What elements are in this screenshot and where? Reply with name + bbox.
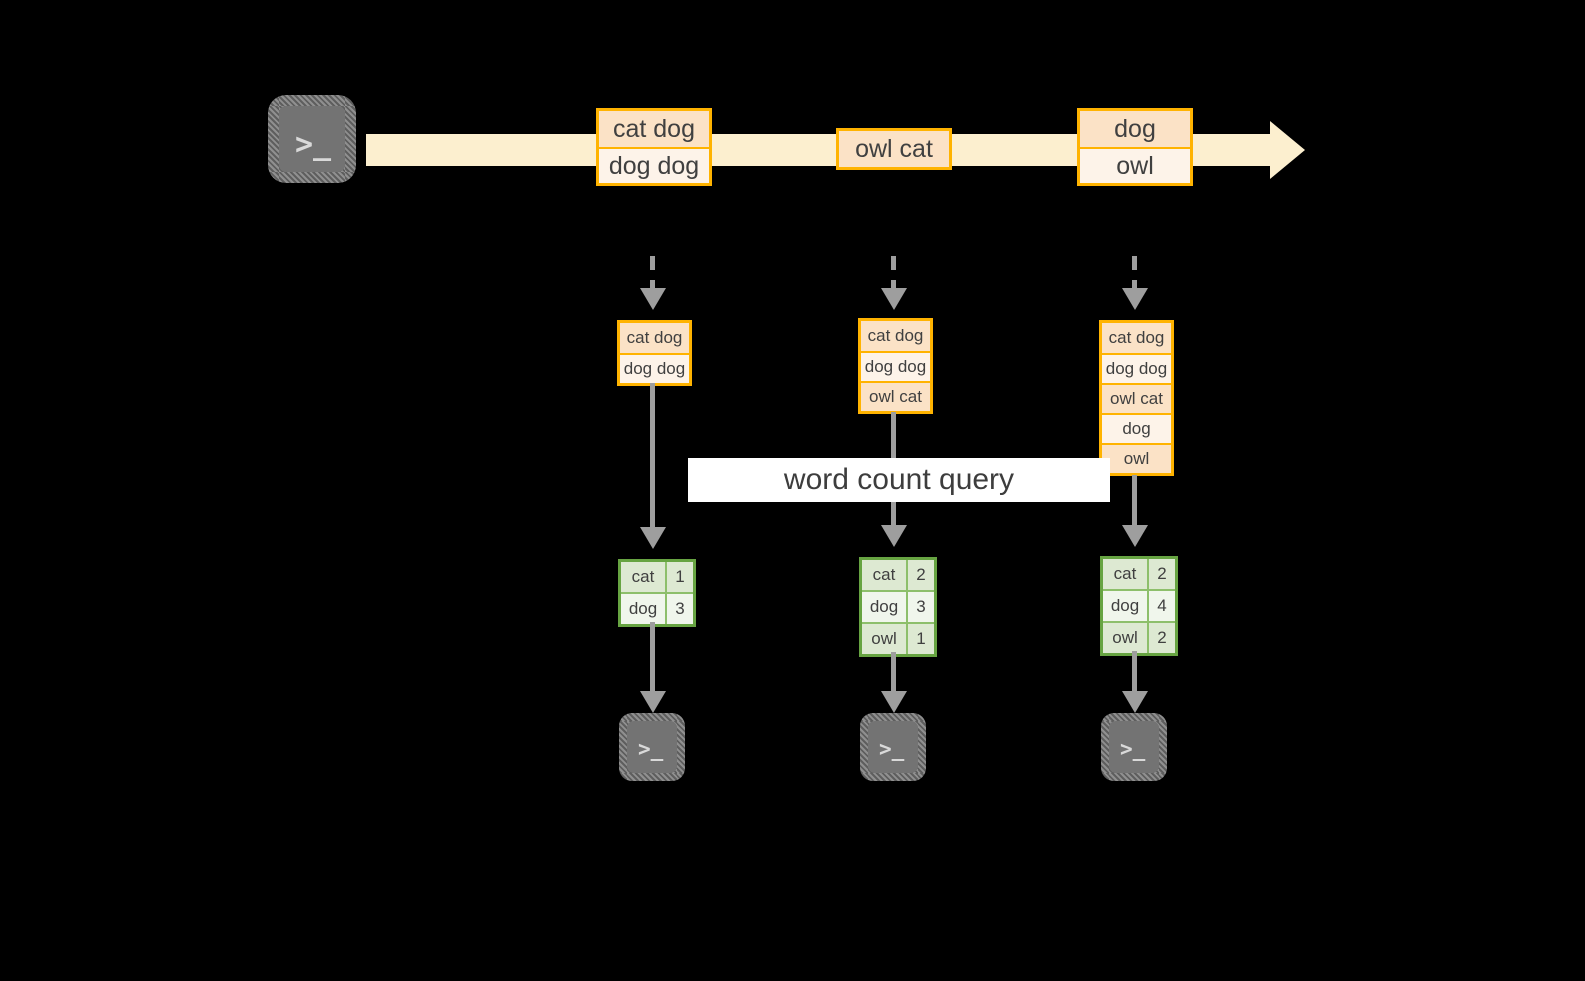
stream-record-line: owl	[1080, 147, 1190, 183]
stream-record-line: dog	[1080, 111, 1190, 147]
input-row: dog dog	[620, 353, 689, 383]
sink-terminal-icon-2: >_	[860, 713, 926, 781]
input-row: owl cat	[1102, 383, 1171, 413]
arrowhead-3c	[1122, 691, 1148, 713]
query-label-band: word count query	[688, 458, 1110, 502]
arrowhead-2b	[881, 525, 907, 547]
input-row: owl cat	[861, 381, 930, 411]
terminal-prompt-text: >_	[1120, 737, 1146, 761]
count-cell: 1	[906, 624, 934, 654]
result-table-3: cat 2 dog 4 owl 2	[1100, 556, 1178, 656]
arrowhead-2a	[881, 288, 907, 310]
input-row: owl	[1102, 443, 1171, 473]
word-cell: owl	[1103, 623, 1147, 653]
arrowhead-2c	[881, 691, 907, 713]
terminal-screen: >_	[868, 721, 918, 773]
sink-terminal-icon-1: >_	[619, 713, 685, 781]
arrowhead-1c	[640, 691, 666, 713]
arrowhead-3a	[1122, 288, 1148, 310]
count-cell: 2	[906, 560, 934, 590]
word-cell: dog	[1103, 591, 1147, 621]
query-label-text: word count query	[783, 463, 1015, 496]
stream-batch-3: dog owl	[1077, 108, 1193, 186]
terminal-prompt-text: >_	[638, 737, 664, 761]
query-connector-1	[650, 383, 655, 531]
table-row: owl 2	[1103, 621, 1175, 653]
dashed-connector-1	[650, 256, 655, 288]
arrowhead-3b	[1122, 525, 1148, 547]
stream-arrowhead	[1270, 121, 1305, 179]
table-row: cat 1	[621, 562, 693, 592]
word-cell: dog	[862, 592, 906, 622]
sink-connector-1	[650, 622, 655, 694]
terminal-prompt-text: >_	[295, 127, 332, 162]
table-row: cat 2	[862, 560, 934, 590]
table-row: owl 1	[862, 622, 934, 654]
result-table-2: cat 2 dog 3 owl 1	[859, 557, 937, 657]
stream-record-line: dog dog	[599, 147, 709, 183]
count-cell: 3	[665, 594, 693, 624]
result-table-1: cat 1 dog 3	[618, 559, 696, 627]
count-cell: 4	[1147, 591, 1175, 621]
sink-terminal-icon-3: >_	[1101, 713, 1167, 781]
sink-connector-2	[891, 652, 896, 694]
input-row: cat dog	[1102, 323, 1171, 353]
word-cell: cat	[1103, 559, 1147, 589]
word-cell: cat	[621, 562, 665, 592]
stream-batch-1: cat dog dog dog	[596, 108, 712, 186]
table-row: dog 3	[621, 592, 693, 624]
dashed-connector-2	[891, 256, 896, 288]
input-row: dog	[1102, 413, 1171, 443]
input-row: cat dog	[861, 321, 930, 351]
input-table-2: cat dog dog dog owl cat	[858, 318, 933, 414]
arrowhead-1a	[640, 288, 666, 310]
stream-record-line: owl cat	[839, 131, 949, 167]
terminal-screen: >_	[279, 106, 345, 172]
count-cell: 2	[1147, 623, 1175, 653]
stream-record-line: cat dog	[599, 111, 709, 147]
sink-connector-3	[1132, 651, 1137, 694]
input-row: dog dog	[1102, 353, 1171, 383]
terminal-screen: >_	[1109, 721, 1159, 773]
count-cell: 2	[1147, 559, 1175, 589]
word-cell: dog	[621, 594, 665, 624]
input-row: cat dog	[620, 323, 689, 353]
table-row: dog 3	[862, 590, 934, 622]
table-row: dog 4	[1103, 589, 1175, 621]
input-table-1: cat dog dog dog	[617, 320, 692, 386]
count-cell: 3	[906, 592, 934, 622]
table-row: cat 2	[1103, 559, 1175, 589]
input-row: dog dog	[861, 351, 930, 381]
word-cell: cat	[862, 560, 906, 590]
input-table-3: cat dog dog dog owl cat dog owl	[1099, 320, 1174, 476]
query-connector-3	[1132, 475, 1137, 529]
terminal-prompt-text: >_	[879, 737, 905, 761]
source-terminal-icon: >_	[268, 95, 356, 183]
arrowhead-1b	[640, 527, 666, 549]
terminal-screen: >_	[627, 721, 677, 773]
word-cell: owl	[862, 624, 906, 654]
stream-batch-2: owl cat	[836, 128, 952, 170]
dashed-connector-3	[1132, 256, 1137, 288]
count-cell: 1	[665, 562, 693, 592]
